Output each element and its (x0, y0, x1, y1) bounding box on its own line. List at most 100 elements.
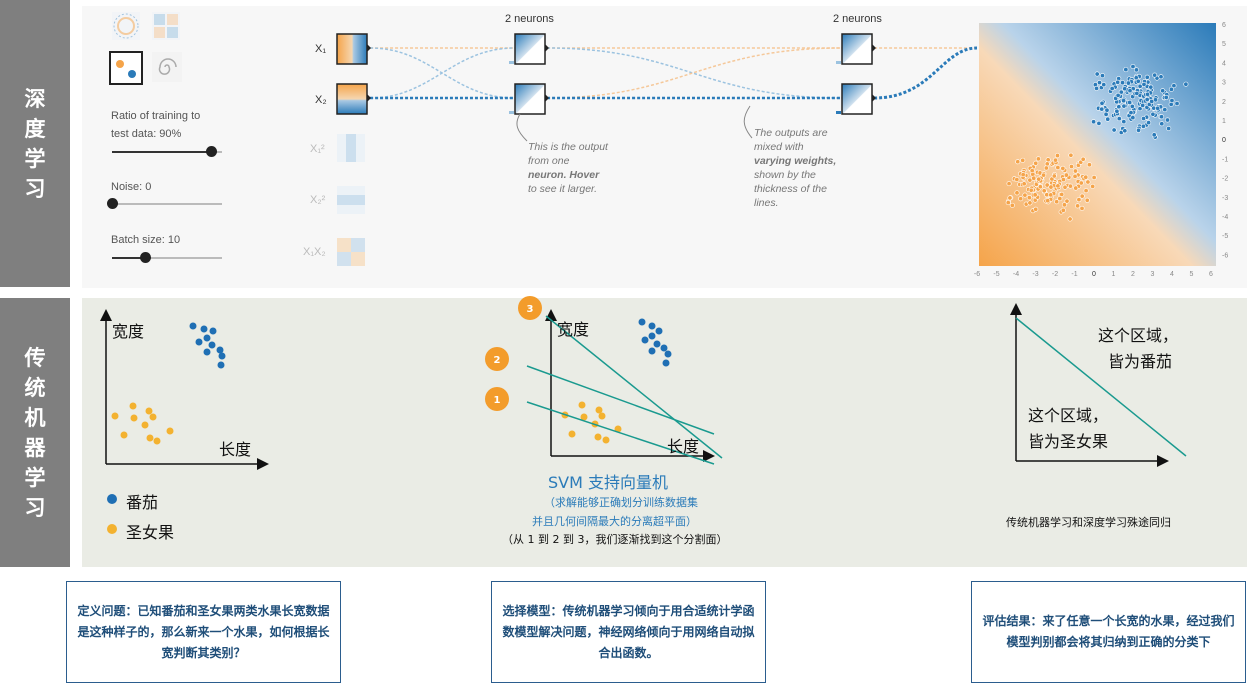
batch-slider-fill (112, 257, 145, 259)
define-problem-box: 定义问题：已知番茄和圣女果两类水果长宽数据是这种样子的，那么新来一个水果，如何根… (66, 581, 341, 683)
cherry-point (1035, 156, 1041, 162)
tomato-point (1183, 81, 1189, 87)
cherry-point (1078, 180, 1084, 186)
tomato-point (1094, 71, 1100, 77)
neuron-note-line-2: from one (528, 155, 570, 167)
right-caption: 传统机器学习和深度学习殊途同归 (1006, 516, 1171, 529)
cherry-point (1064, 198, 1070, 204)
layer1-heading: 2 neurons (505, 13, 554, 25)
cherry-point (146, 434, 154, 442)
tomato-point (662, 359, 670, 367)
y-tick-label: -3 (1222, 195, 1228, 202)
y-tick-label: -1 (1222, 156, 1228, 163)
tomato-point (1150, 111, 1156, 117)
tomato-point (1109, 85, 1115, 91)
tomato-point (648, 347, 656, 355)
cherry-point (1015, 159, 1021, 165)
cherry-point (120, 431, 128, 439)
cherry-point (1036, 176, 1042, 182)
cherry-point (614, 425, 622, 433)
ratio-label-2: test data: 90% (111, 128, 182, 140)
marker-2-label: 2 (494, 355, 501, 366)
ratio-slider-fill (112, 151, 211, 153)
cherry-point (1083, 188, 1089, 194)
y-tick-label: -2 (1222, 176, 1228, 183)
weight-note-line-2: mixed with (754, 141, 804, 153)
cherry-point (1059, 191, 1065, 197)
cherry-point (1007, 195, 1013, 201)
choose-model-text: 选择模型：传统机器学习倾向于用合适统计学函数模型解决问题，神经网络倾向于用网络自… (502, 603, 755, 660)
neuron-1-2 (514, 83, 546, 115)
weight-note-line-3: varying weights, (754, 155, 837, 167)
tomato-point (1116, 104, 1122, 110)
evaluate-box: 评估结果：来了任意一个长宽的水果，经过我们模型判别都会将其归纳到正确的分类下 (971, 581, 1246, 683)
cherry-point (145, 407, 153, 415)
ratio-label-1: Ratio of training to (111, 110, 201, 122)
cherry-point (1018, 196, 1024, 202)
cherry-point (1067, 216, 1073, 222)
ratio-slider-knob[interactable] (206, 146, 217, 157)
tomato-point (1137, 83, 1143, 89)
cherry-point (1068, 152, 1074, 158)
tomato-cluster-points (1091, 64, 1189, 140)
weight-note-line-4: shown by the (754, 169, 816, 181)
cherry-point (598, 412, 606, 420)
evaluate-text: 评估结果：来了任意一个长宽的水果，经过我们模型判别都会将其归纳到正确的分类下 (982, 614, 1235, 649)
noise-slider-knob[interactable] (107, 198, 118, 209)
legend-tomato-dot (107, 494, 117, 504)
tomato-point (1130, 115, 1136, 121)
cherry-point (1060, 177, 1066, 183)
cherry-point (1027, 200, 1033, 206)
cherry-point (1055, 164, 1061, 170)
cherry-point (1014, 190, 1020, 196)
cherry-point (111, 412, 119, 420)
weight-note-line-1: The outputs are (754, 127, 828, 139)
tomato-point (1168, 86, 1174, 92)
tomato-point (1097, 80, 1103, 86)
cherry-point (1079, 205, 1085, 211)
dataset-spiral (152, 52, 182, 82)
cherry-point (1091, 174, 1097, 180)
svm-subtitle-1: （求解能够正确划分训练数据集 (544, 496, 698, 509)
tomato-point (1105, 116, 1111, 122)
cherry-point (141, 421, 149, 429)
cherry-point (130, 414, 138, 422)
ml-drawings: 3 2 1 (100, 296, 1187, 534)
tomato-point (1155, 105, 1161, 111)
cherry-point (1051, 173, 1057, 179)
x-tick-label: 3 (1151, 271, 1155, 278)
x-tick-label: 0 (1092, 271, 1096, 278)
marker-1-label: 1 (494, 395, 501, 406)
cherry-point (1044, 182, 1050, 188)
cherry-cluster-points (1005, 152, 1097, 222)
cherry-point (1061, 202, 1067, 208)
marker-2 (485, 347, 509, 371)
marker-3 (518, 296, 542, 320)
feature-x1x2-label: X₁X₂ (303, 246, 326, 258)
neuron-note-line-4: to see it larger. (528, 183, 598, 195)
upper-region-line-2: 皆为番茄 (1108, 352, 1173, 371)
dataset-thumbnails[interactable] (106, 8, 196, 88)
dataset-circle (112, 12, 140, 40)
lower-region-line-2: 皆为圣女果 (1028, 432, 1109, 451)
choose-model-box: 选择模型：传统机器学习倾向于用合适统计学函数模型解决问题，神经网络倾向于用网络自… (491, 581, 766, 683)
deep-learning-label: 深度 学习 (0, 0, 70, 287)
cherry-point (1037, 184, 1043, 190)
cherry-point (129, 402, 137, 410)
tomato-point (1127, 99, 1133, 105)
tomato-point (1159, 121, 1165, 127)
batch-slider-knob[interactable] (140, 252, 151, 263)
cherry-point (1060, 165, 1066, 171)
batch-slider[interactable] (112, 257, 222, 259)
noise-slider[interactable] (112, 203, 222, 205)
cherry-point (580, 413, 588, 421)
cherry-point (1076, 197, 1082, 203)
legend-cherry: 圣女果 (126, 523, 175, 542)
x-tick-label: 6 (1209, 271, 1213, 278)
tomato-point (1148, 84, 1154, 90)
cherry-point (1072, 173, 1078, 179)
tomato-point (638, 318, 646, 326)
tomato-point (1141, 115, 1147, 121)
feature-x2-node (336, 83, 368, 115)
